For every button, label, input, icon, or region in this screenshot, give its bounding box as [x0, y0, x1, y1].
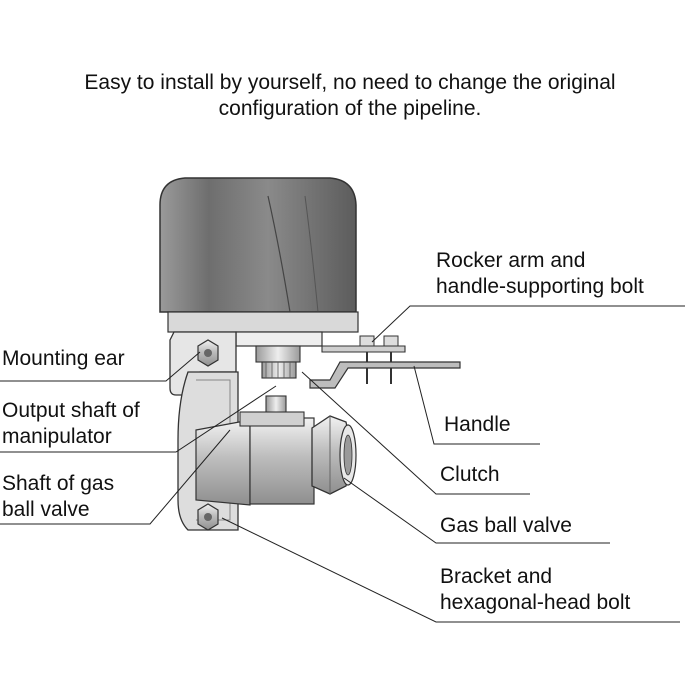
leader-output-shaft [0, 385, 277, 453]
label-rocker-arm: Rocker arm and handle-supporting bolt [436, 248, 644, 300]
label-output-shaft-line-1: Output shaft of [2, 399, 140, 422]
label-bracket-line-2: hexagonal-head bolt [440, 591, 631, 614]
label-rocker-arm-line-1: Rocker arm and [436, 249, 586, 272]
actuator-housing [159, 177, 359, 347]
rocker-arm-and-handle [309, 335, 461, 389]
label-clutch: Clutch [440, 463, 500, 486]
label-shaft-gas-valve-line-2: ball valve [2, 498, 90, 521]
caption-line-2: configuration of the pipeline. [218, 97, 482, 120]
leader-rocker-arm [371, 305, 685, 343]
label-handle: Handle [444, 413, 511, 436]
caption-line-1: Easy to install by yourself, no need to … [84, 71, 616, 94]
label-rocker-arm-line-2: handle-supporting bolt [436, 275, 644, 298]
leader-shaft-gas-valve [0, 429, 231, 525]
caption: Easy to install by yourself, no need to … [0, 70, 700, 122]
leader-gas-ball-valve [343, 477, 610, 544]
leader-lines [0, 305, 685, 623]
gas-ball-valve [195, 411, 357, 506]
leader-handle [413, 365, 540, 445]
clutch-assembly [255, 345, 301, 415]
label-shaft-gas-valve-line-1: Shaft of gas [2, 472, 115, 495]
leader-mounting-ear [0, 351, 201, 382]
label-shaft-gas-valve: Shaft of gas ball valve [2, 471, 114, 523]
label-output-shaft: Output shaft of manipulator [2, 398, 140, 450]
leader-clutch [301, 371, 530, 495]
label-gas-ball-valve: Gas ball valve [440, 514, 572, 537]
leader-bracket [221, 517, 680, 623]
label-bracket: Bracket and hexagonal-head bolt [440, 564, 630, 616]
label-output-shaft-line-2: manipulator [2, 425, 112, 448]
label-bracket-line-1: Bracket and [440, 565, 553, 588]
label-mounting-ear: Mounting ear [2, 347, 125, 370]
